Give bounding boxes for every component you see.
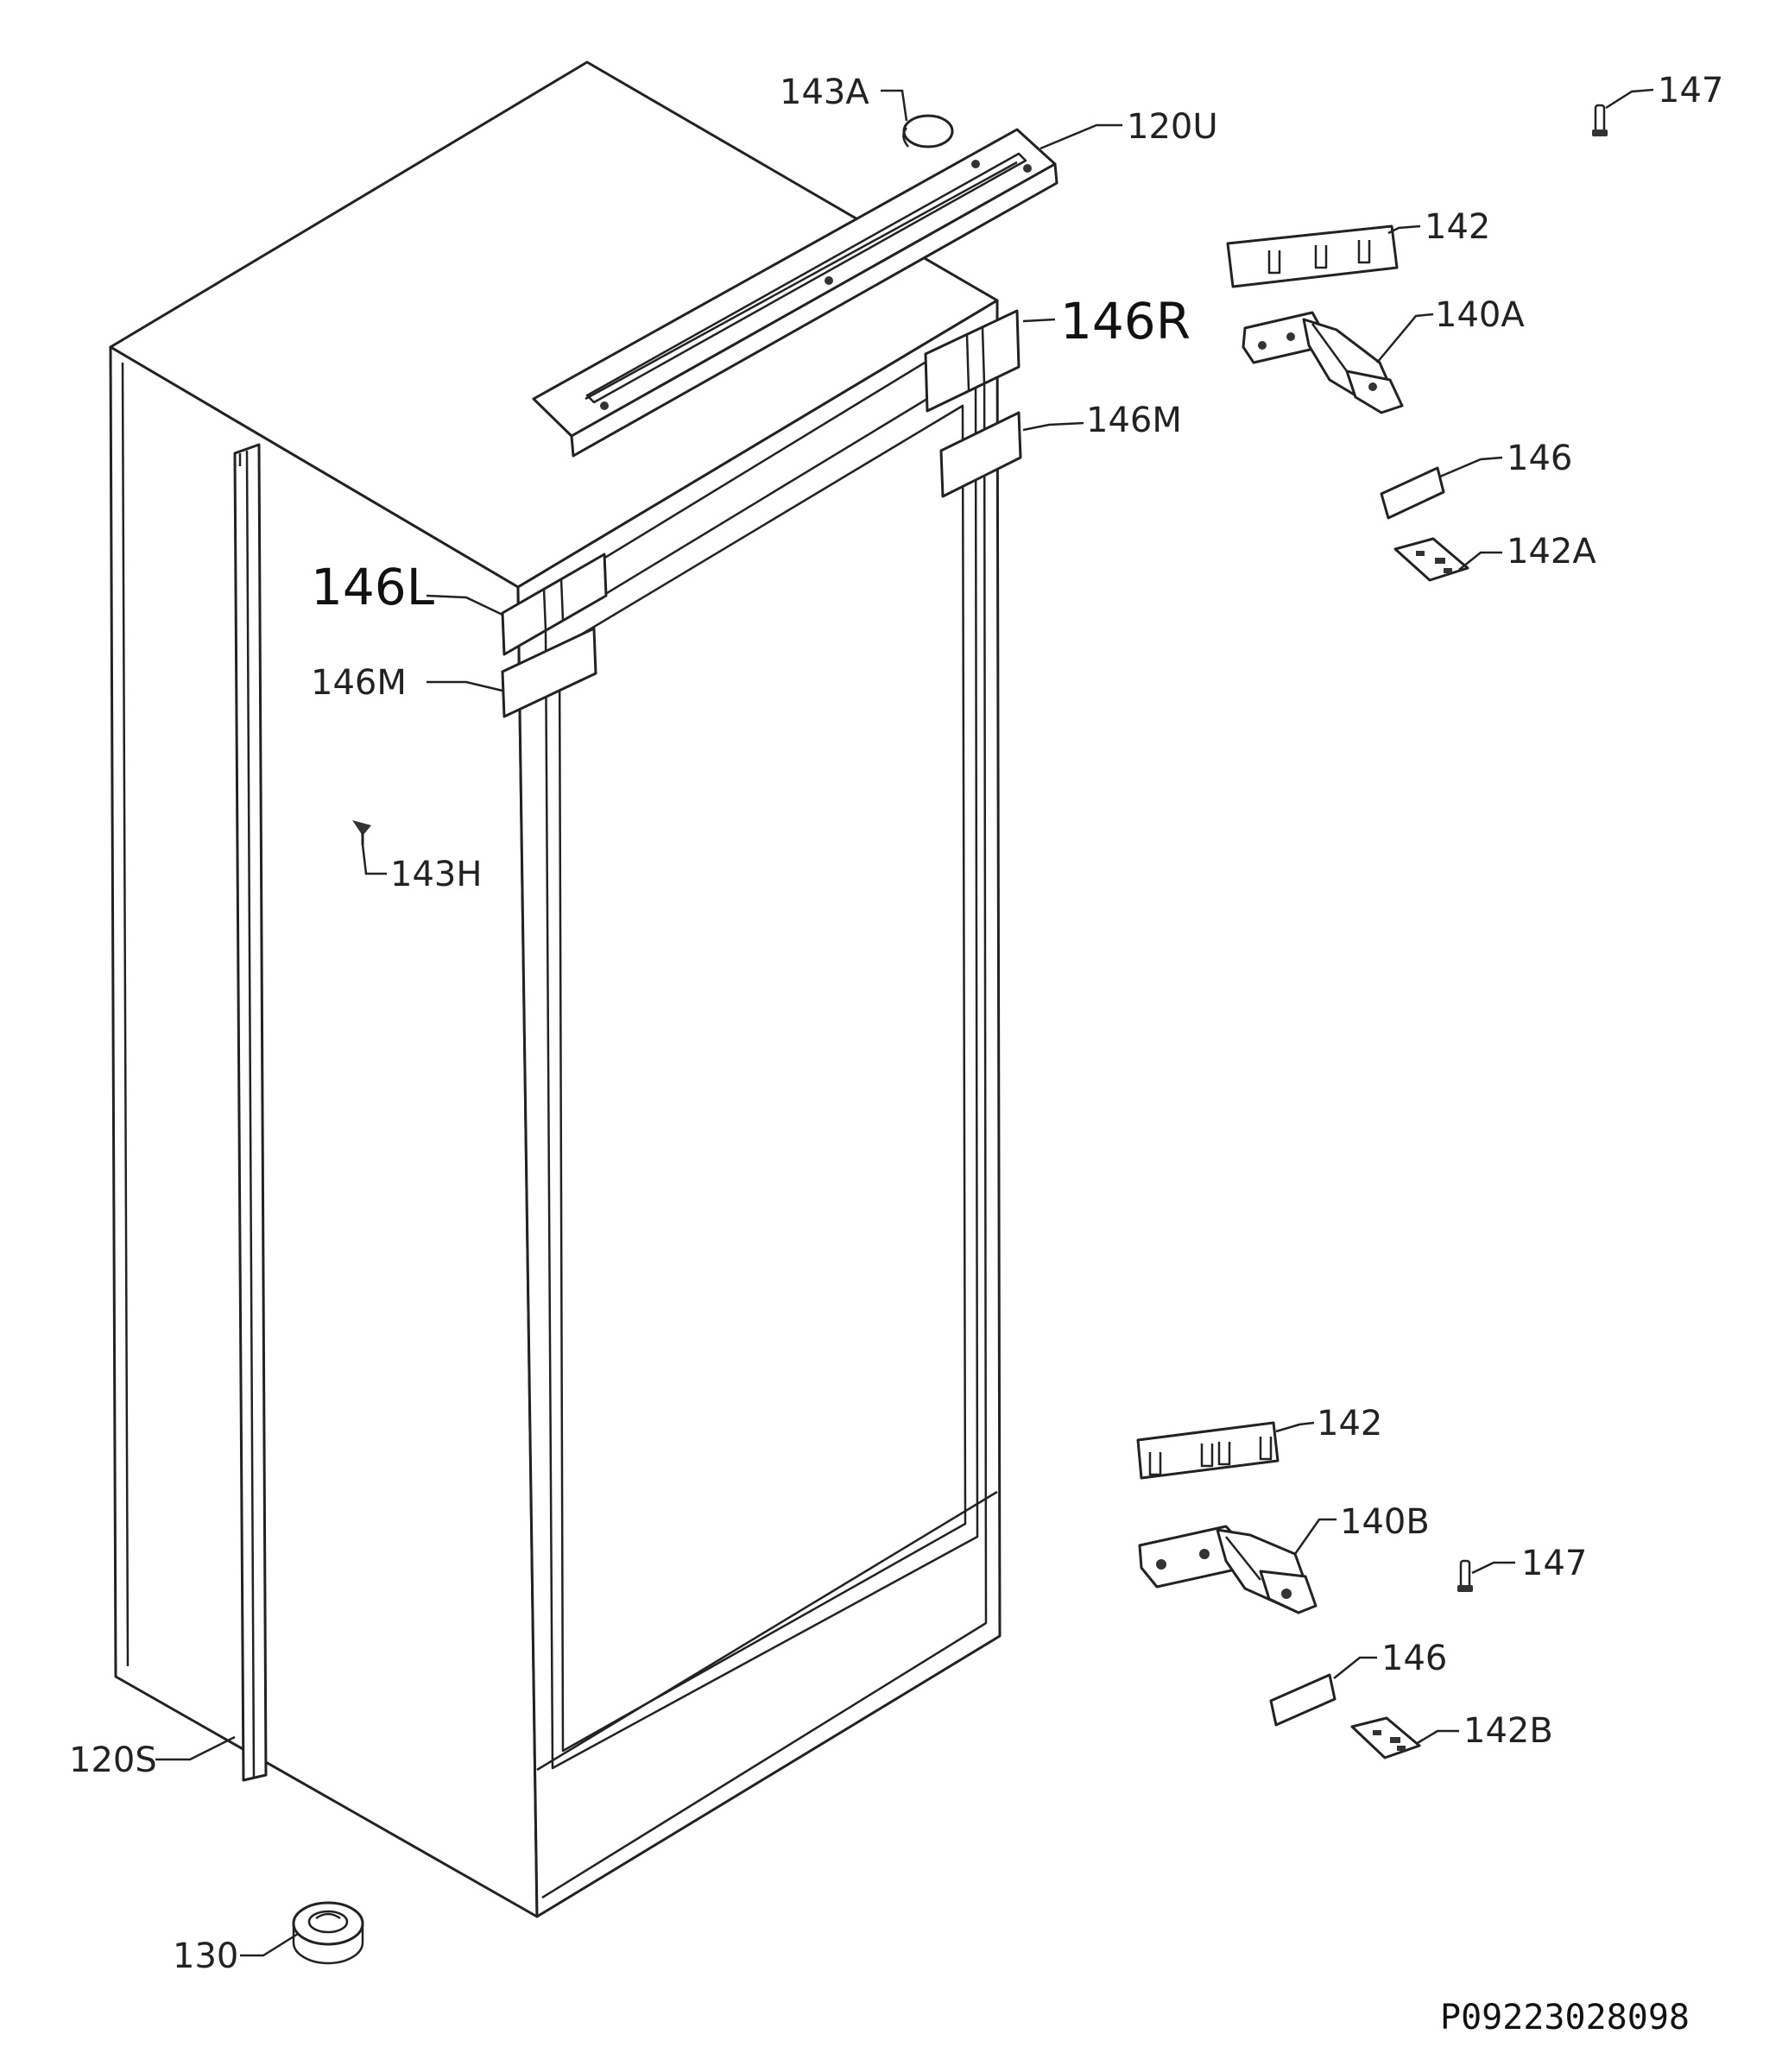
top-rail-120U — [532, 128, 1058, 458]
hinge-140B — [1138, 1525, 1318, 1614]
label-146-top: 146 — [1507, 439, 1572, 478]
shim-142-bottom — [1136, 1421, 1280, 1480]
screw-147-bottom — [1457, 1559, 1473, 1592]
label-142-top: 142 — [1425, 207, 1490, 247]
label-120U: 120U — [1127, 107, 1218, 147]
leader-lines — [155, 88, 1654, 1957]
label-143H: 143H — [390, 855, 482, 894]
label-142-bottom: 142 — [1317, 1404, 1382, 1443]
label-147-top: 147 — [1658, 71, 1723, 111]
label-147-bottom: 147 — [1521, 1544, 1587, 1583]
label-146L: 146L — [311, 558, 434, 616]
screw-143H — [352, 820, 371, 846]
shim-142-top — [1226, 224, 1399, 288]
label-146-bottom: 146 — [1381, 1639, 1447, 1678]
pad-146M-right — [939, 411, 1022, 498]
label-130: 130 — [173, 1936, 238, 1976]
plate-142A — [1393, 537, 1469, 582]
label-142A: 142A — [1507, 532, 1596, 572]
label-142B: 142B — [1463, 1711, 1553, 1751]
plate-142B — [1350, 1716, 1421, 1759]
label-120S: 120S — [69, 1740, 157, 1780]
label-146M-left: 146M — [311, 663, 407, 703]
pad-146M-left — [501, 627, 597, 718]
hinge-140A — [1242, 311, 1404, 414]
clip-143A — [902, 114, 954, 148]
seal-strip-120S — [233, 443, 268, 1782]
drawing-code: P09223028098 — [1440, 1998, 1690, 2037]
screw-147-top — [1592, 104, 1608, 136]
label-146R: 146R — [1060, 292, 1191, 351]
cover-146L — [501, 553, 608, 656]
label-146M-right: 146M — [1086, 401, 1182, 440]
label-143A: 143A — [780, 73, 869, 112]
cover-146R — [924, 309, 1021, 413]
foot-130 — [292, 1901, 364, 1965]
cabinet-housing — [109, 60, 1002, 1918]
callout-labels: 143A 120U 147 142 146R 140A 146M 146 142… — [69, 71, 1723, 2037]
pad-146-bottom — [1269, 1673, 1336, 1727]
label-140A: 140A — [1435, 295, 1525, 335]
label-140B: 140B — [1340, 1502, 1430, 1542]
pad-146-top — [1380, 466, 1445, 520]
